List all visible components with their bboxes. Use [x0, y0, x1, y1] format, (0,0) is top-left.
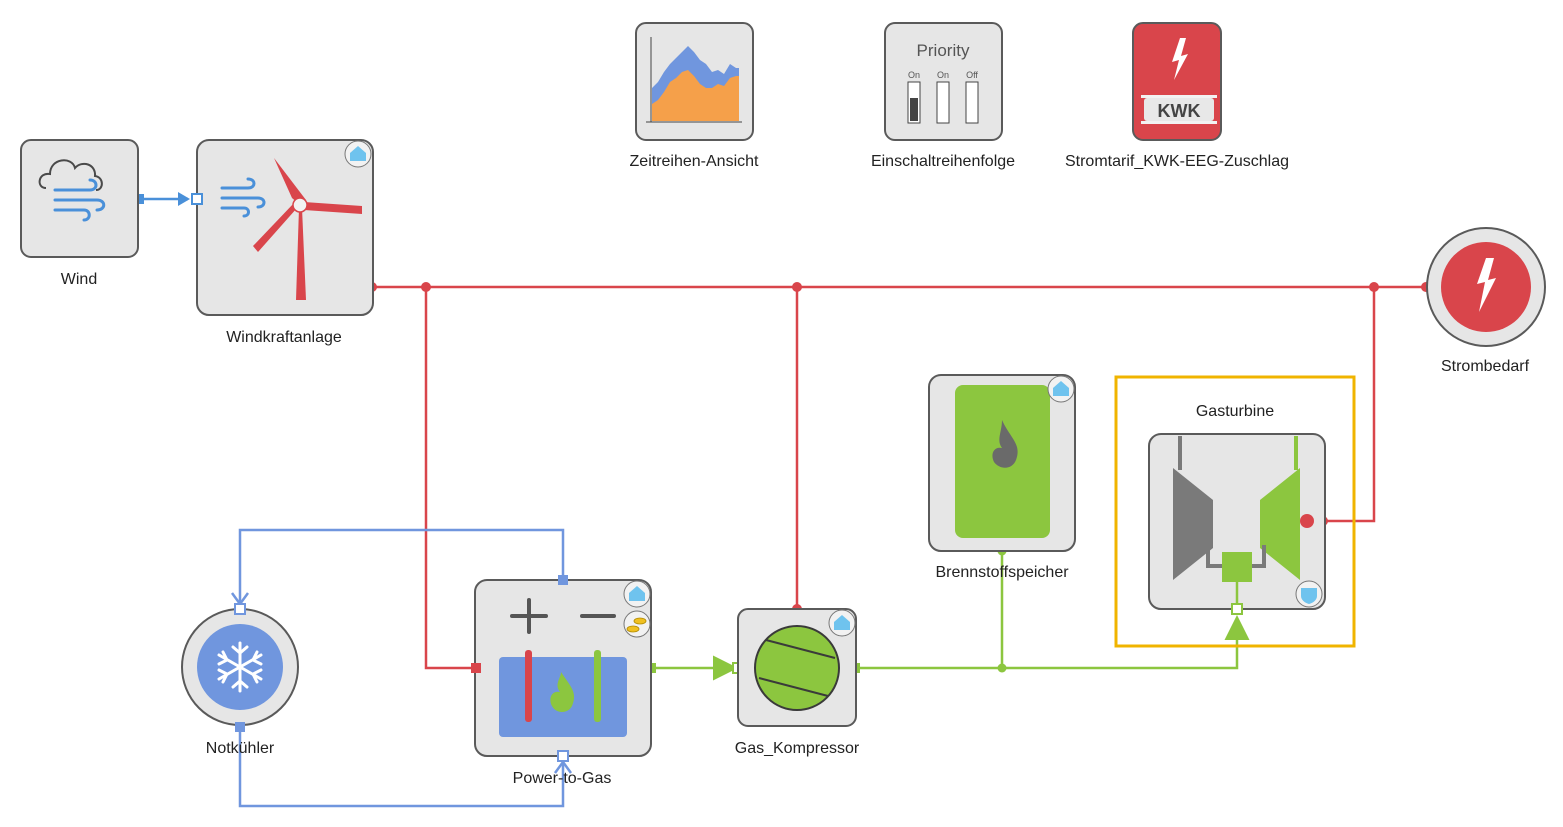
gasturbine-node[interactable]: Gasturbine — [1114, 375, 1356, 648]
water-lines — [238, 528, 565, 808]
turbine-icon — [1173, 436, 1300, 604]
gas-line-kompressor-turbine[interactable] — [855, 615, 1250, 670]
house-icon[interactable] — [828, 609, 856, 637]
gas-lines — [651, 551, 1250, 681]
wind-turbine-icon — [253, 158, 362, 300]
cloud-wind-icon — [38, 159, 106, 222]
stromtarif-node[interactable]: KWK — [1132, 22, 1222, 141]
priority-state-1: On — [908, 70, 920, 80]
gas-kompressor-label: Gas_Kompressor — [734, 740, 860, 757]
snowflake-icon — [217, 641, 263, 693]
priority-title: Priority — [917, 41, 970, 60]
wind-node[interactable] — [20, 139, 139, 258]
house-icon[interactable] — [623, 580, 651, 608]
wind-label: Wind — [60, 271, 98, 288]
priority-state-3: Off — [966, 70, 978, 80]
electric-branch-power-to-gas[interactable] — [424, 287, 476, 670]
brennstoffspeicher-node[interactable] — [928, 374, 1076, 552]
brennstoffspeicher-label: Brennstoffspeicher — [935, 564, 1069, 581]
electric-branch-gasturbine[interactable] — [1308, 287, 1376, 523]
plus-minus-icon — [510, 598, 616, 634]
lightning-icon — [1477, 258, 1496, 312]
stromtarif-label: Stromtarif_KWK-EEG-Zuschlag — [1064, 153, 1290, 170]
strombedarf-label: Strombedarf — [1440, 358, 1530, 375]
power-to-gas-node[interactable] — [471, 575, 652, 762]
notkuehler-node[interactable] — [181, 603, 299, 732]
einschalt-label: Einschaltreihenfolge — [870, 153, 1016, 170]
gasturbine-label: Gasturbine — [1196, 403, 1274, 420]
flame-icon — [550, 672, 575, 712]
zeitreihen-label: Zeitreihen-Ansicht — [629, 153, 759, 170]
strombedarf-node[interactable] — [1426, 227, 1546, 347]
timeseries-chart-icon — [646, 37, 742, 123]
house-icon[interactable] — [1047, 375, 1075, 403]
water-line-bottom[interactable] — [238, 727, 565, 808]
einschalt-node[interactable]: Priority On On Off — [884, 22, 1003, 141]
coins-icon[interactable] — [623, 610, 651, 638]
shield-icon[interactable] — [1295, 580, 1323, 608]
lightning-icon — [1172, 38, 1188, 80]
gas-kompressor-node[interactable] — [737, 608, 857, 727]
windkraftanlage-node[interactable] — [191, 139, 374, 316]
wind-small-icon — [220, 177, 266, 218]
kwk-badge: KWK — [1158, 101, 1201, 121]
house-icon[interactable] — [344, 140, 372, 168]
wind-line[interactable] — [134, 192, 190, 206]
water-line-top[interactable] — [238, 528, 565, 604]
notkuehler-label: Notkühler — [205, 740, 275, 757]
zeitreihen-node[interactable] — [635, 22, 754, 141]
power-to-gas-label: Power-to-Gas — [512, 770, 612, 787]
windkraftanlage-label: Windkraftanlage — [226, 329, 342, 346]
flame-icon — [992, 420, 1018, 468]
electric-lines — [372, 285, 1426, 670]
compressor-icon — [754, 625, 840, 711]
priority-state-2: On — [937, 70, 949, 80]
